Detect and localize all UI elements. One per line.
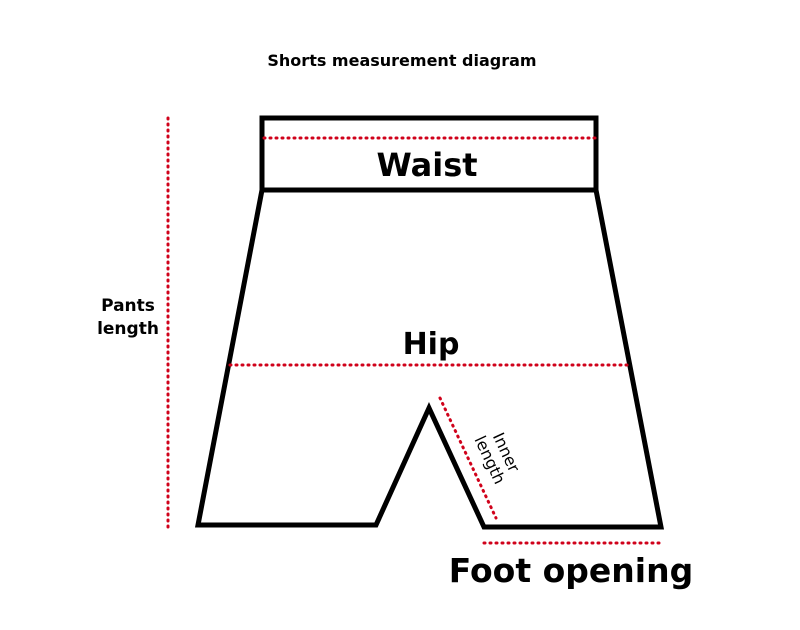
inner-length-measure-line	[438, 396, 498, 520]
shorts-body-outline	[194, 189, 665, 530]
waistband-outline	[259, 115, 599, 193]
waist-label: Waist	[376, 146, 477, 184]
foot-opening-label: Foot opening	[449, 551, 693, 590]
diagram-title: Shorts measurement diagram	[267, 51, 536, 70]
pants-length-label-line1: Pants	[101, 296, 155, 316]
pants-length-label-line2: length	[97, 319, 159, 339]
hip-label: Hip	[403, 327, 460, 362]
